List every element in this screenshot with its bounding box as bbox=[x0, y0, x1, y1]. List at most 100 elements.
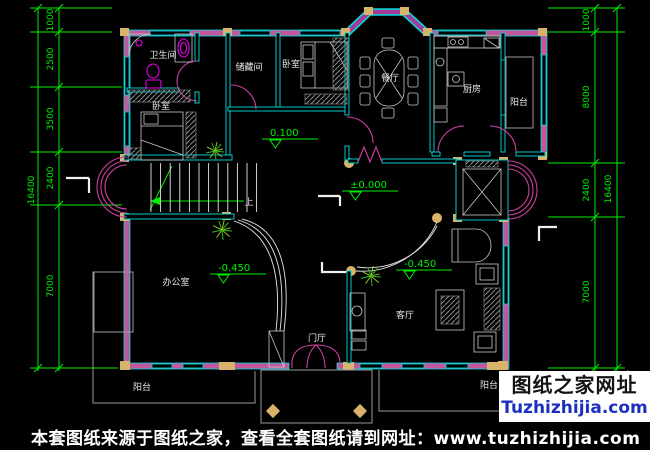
plants-part bbox=[214, 143, 222, 152]
room-label: 阳台 bbox=[133, 381, 151, 393]
plants-part bbox=[205, 150, 216, 154]
bedroom-left-furniture-part bbox=[127, 89, 191, 103]
dining-furniture bbox=[359, 37, 419, 119]
columns-part bbox=[120, 28, 129, 36]
kitchen-furniture-part bbox=[450, 39, 456, 45]
interior-walls-part bbox=[429, 32, 435, 153]
elevation-markers-part bbox=[269, 139, 282, 149]
staircase bbox=[149, 163, 258, 212]
curved-walls-part bbox=[237, 219, 283, 332]
bathroom-fixtures-part bbox=[146, 63, 160, 79]
doors-part bbox=[291, 344, 318, 369]
columns-part bbox=[265, 403, 281, 419]
living-furniture-part bbox=[351, 329, 367, 340]
curved-walls-part bbox=[233, 220, 279, 332]
bathroom-fixtures-part bbox=[179, 41, 188, 55]
interior-walls-part bbox=[194, 91, 200, 104]
exterior-walls-part bbox=[123, 217, 131, 370]
curved-walls-part bbox=[355, 221, 438, 272]
dimension-ticks bbox=[33, 3, 622, 373]
windows bbox=[124, 30, 547, 370]
interior-walls-part bbox=[123, 213, 235, 220]
elevation-markers: 0.100±0.000-0.450-0.450 bbox=[210, 128, 452, 284]
plants-part bbox=[221, 221, 229, 231]
dining-furniture-part bbox=[381, 107, 395, 119]
dining-furniture-part bbox=[359, 56, 371, 70]
dimension-ticks-part bbox=[612, 363, 622, 373]
dimension-ticks-part bbox=[612, 3, 622, 13]
windows-part bbox=[151, 363, 173, 369]
plants-part bbox=[365, 275, 372, 284]
windows-part bbox=[445, 363, 469, 369]
windows-part bbox=[124, 56, 130, 96]
room-label: 厨房 bbox=[463, 83, 481, 95]
interior-walls-part bbox=[346, 270, 352, 364]
plants-part bbox=[214, 150, 223, 158]
dining-furniture-part bbox=[359, 92, 371, 106]
room-label: 阳台 bbox=[510, 96, 528, 108]
bathroom-fixtures-part bbox=[128, 33, 152, 57]
windows-part bbox=[182, 363, 204, 369]
plants-part bbox=[206, 146, 216, 152]
doors-part bbox=[230, 84, 257, 110]
dimension-ticks-part bbox=[590, 363, 600, 373]
dining-furniture-part bbox=[407, 92, 419, 106]
exterior-walls-part bbox=[126, 362, 290, 370]
columns-part bbox=[223, 28, 232, 36]
stair-up-label: 上 bbox=[244, 197, 253, 208]
plants-part bbox=[221, 229, 231, 237]
interior-walls-part bbox=[225, 32, 231, 159]
kitchen-furniture-part bbox=[433, 107, 448, 123]
kitchen-furniture bbox=[433, 35, 501, 123]
staircase-part bbox=[150, 197, 160, 205]
columns-part bbox=[120, 361, 130, 370]
stair-shaft bbox=[455, 159, 538, 221]
plants-part bbox=[360, 275, 372, 279]
plants-part bbox=[370, 275, 381, 278]
interior-walls-part bbox=[431, 151, 441, 157]
columns-part bbox=[538, 28, 547, 36]
living-furniture-part bbox=[475, 263, 499, 285]
bedroom-left-furniture-part bbox=[140, 111, 184, 161]
dim-right-segment: 1000 bbox=[582, 8, 592, 31]
bedroom-center-furniture bbox=[300, 37, 349, 105]
bedroom-left-furniture-part bbox=[140, 139, 184, 156]
plants-part bbox=[218, 221, 223, 231]
plants-part bbox=[221, 229, 232, 232]
interior-walls-part bbox=[347, 158, 359, 164]
columns-part bbox=[423, 28, 432, 36]
doors-part bbox=[314, 344, 341, 369]
windows-part bbox=[239, 30, 271, 36]
dimension-lines-left bbox=[30, 7, 122, 371]
dimension-ticks-part bbox=[33, 3, 43, 13]
bathroom-fixtures-part bbox=[145, 79, 162, 89]
elevation-markers-part bbox=[349, 191, 362, 201]
windows-part bbox=[401, 363, 425, 369]
round-porch bbox=[96, 156, 128, 218]
bathroom-fixtures-part bbox=[174, 33, 193, 63]
stair-shaft-part bbox=[507, 160, 538, 220]
bedroom-left-furniture-part bbox=[143, 113, 159, 125]
bedroom-center-furniture-part bbox=[302, 44, 314, 60]
stair-shaft-part bbox=[462, 168, 502, 216]
doors-part bbox=[489, 125, 517, 153]
section-markers-part bbox=[320, 262, 346, 274]
dimension-labels: 1000250035002400700016400100080002400700… bbox=[27, 8, 614, 303]
bedroom-left-furniture-part bbox=[127, 147, 142, 160]
living-furniture-part bbox=[435, 289, 465, 331]
dimension-ticks-part bbox=[54, 27, 64, 37]
columns-part bbox=[341, 28, 350, 36]
round-porch-part bbox=[96, 156, 128, 218]
windows-part bbox=[437, 30, 487, 36]
elevation-markers-part bbox=[217, 274, 230, 284]
interior-walls-part bbox=[463, 151, 491, 157]
plants bbox=[205, 141, 381, 286]
curved-walls-part bbox=[241, 218, 287, 332]
plants-part bbox=[367, 267, 372, 277]
dim-left-segment: 2500 bbox=[46, 47, 56, 70]
elevation-value: -0.450 bbox=[404, 259, 436, 270]
plants-part bbox=[214, 150, 217, 161]
windows-part bbox=[487, 362, 503, 370]
bedroom-left-furniture-part bbox=[185, 111, 197, 159]
stair-shaft-part bbox=[507, 168, 530, 212]
